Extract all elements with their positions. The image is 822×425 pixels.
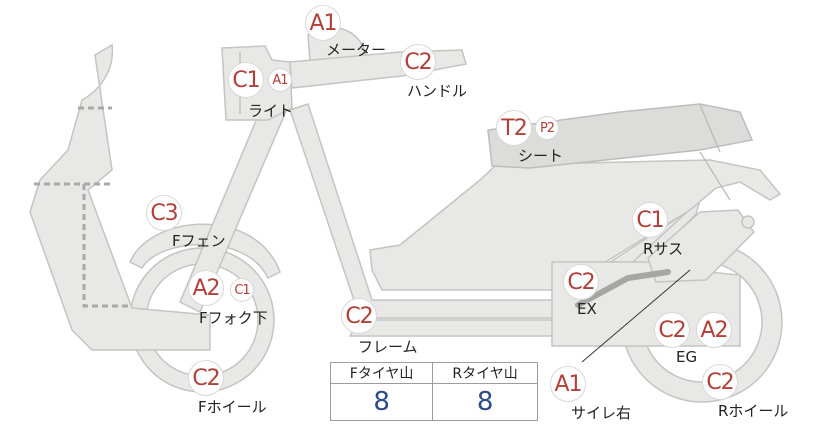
exhaust-pipe-shape (575, 269, 671, 308)
light-subgrade-badge: A1 (268, 68, 292, 92)
exhaust-grade-badge: C2 (563, 264, 599, 300)
body-shape (369, 159, 782, 291)
front-tread-header: Fタイヤ山 (329, 362, 434, 384)
engine-label: EG (676, 348, 698, 366)
handle-grade-badge: C2 (400, 44, 436, 80)
handle-label: ハンドル (407, 82, 468, 100)
front-fender-label: Fフェン (172, 232, 226, 250)
engine-grade2-badge: A2 (696, 312, 732, 348)
meter-label: メーター (326, 41, 387, 59)
frame-grade-badge: C2 (341, 298, 377, 334)
tire-tread-table: Fタイヤ山 Rタイヤ山 8 8 (329, 362, 538, 421)
front-wheel-label: Fホイール (198, 398, 267, 416)
front-tread-value: 8 (329, 383, 434, 421)
right-muffler-label: サイレ右 (571, 404, 632, 422)
rear-suspension-grade-badge: C1 (632, 202, 668, 238)
light-grade-badge: C1 (228, 62, 264, 98)
rear-suspension-shape (647, 209, 755, 283)
front-wheel-grade-badge: C2 (188, 360, 224, 396)
rear-wheel-label: Rホイール (718, 402, 789, 420)
seat-subgrade-badge: P2 (535, 116, 559, 140)
front-fork-subgrade-badge: C1 (230, 278, 254, 302)
front-fender-grade-badge: C3 (146, 195, 182, 231)
leg-shield-shape (29, 43, 211, 351)
rear-tread-header: Rタイヤ山 (432, 362, 538, 384)
front-fork-label: Fフォク下 (199, 309, 268, 327)
leg-shield-trim (34, 106, 130, 308)
light-label: ライト (248, 102, 294, 120)
tire-tread-value-row: 8 8 (329, 383, 538, 421)
exhaust-label: EX (577, 300, 597, 318)
meter-grade-badge: A1 (305, 5, 341, 41)
tire-tread-header-row: Fタイヤ山 Rタイヤ山 (329, 362, 538, 384)
seat-label: シート (518, 147, 564, 165)
muffler-leader-line (581, 269, 691, 363)
seat-shape (487, 103, 754, 169)
seat-grade-badge: T2 (496, 110, 532, 146)
front-fork-grade-badge: A2 (188, 270, 224, 306)
rear-suspension-label: Rサス (643, 240, 684, 258)
rear-tread-value: 8 (432, 383, 538, 421)
frame-label: フレーム (358, 338, 418, 356)
engine-grade-badge: C2 (654, 312, 690, 348)
right-muffler-grade-badge: A1 (550, 366, 586, 402)
rear-wheel-grade-badge: C2 (702, 364, 738, 400)
